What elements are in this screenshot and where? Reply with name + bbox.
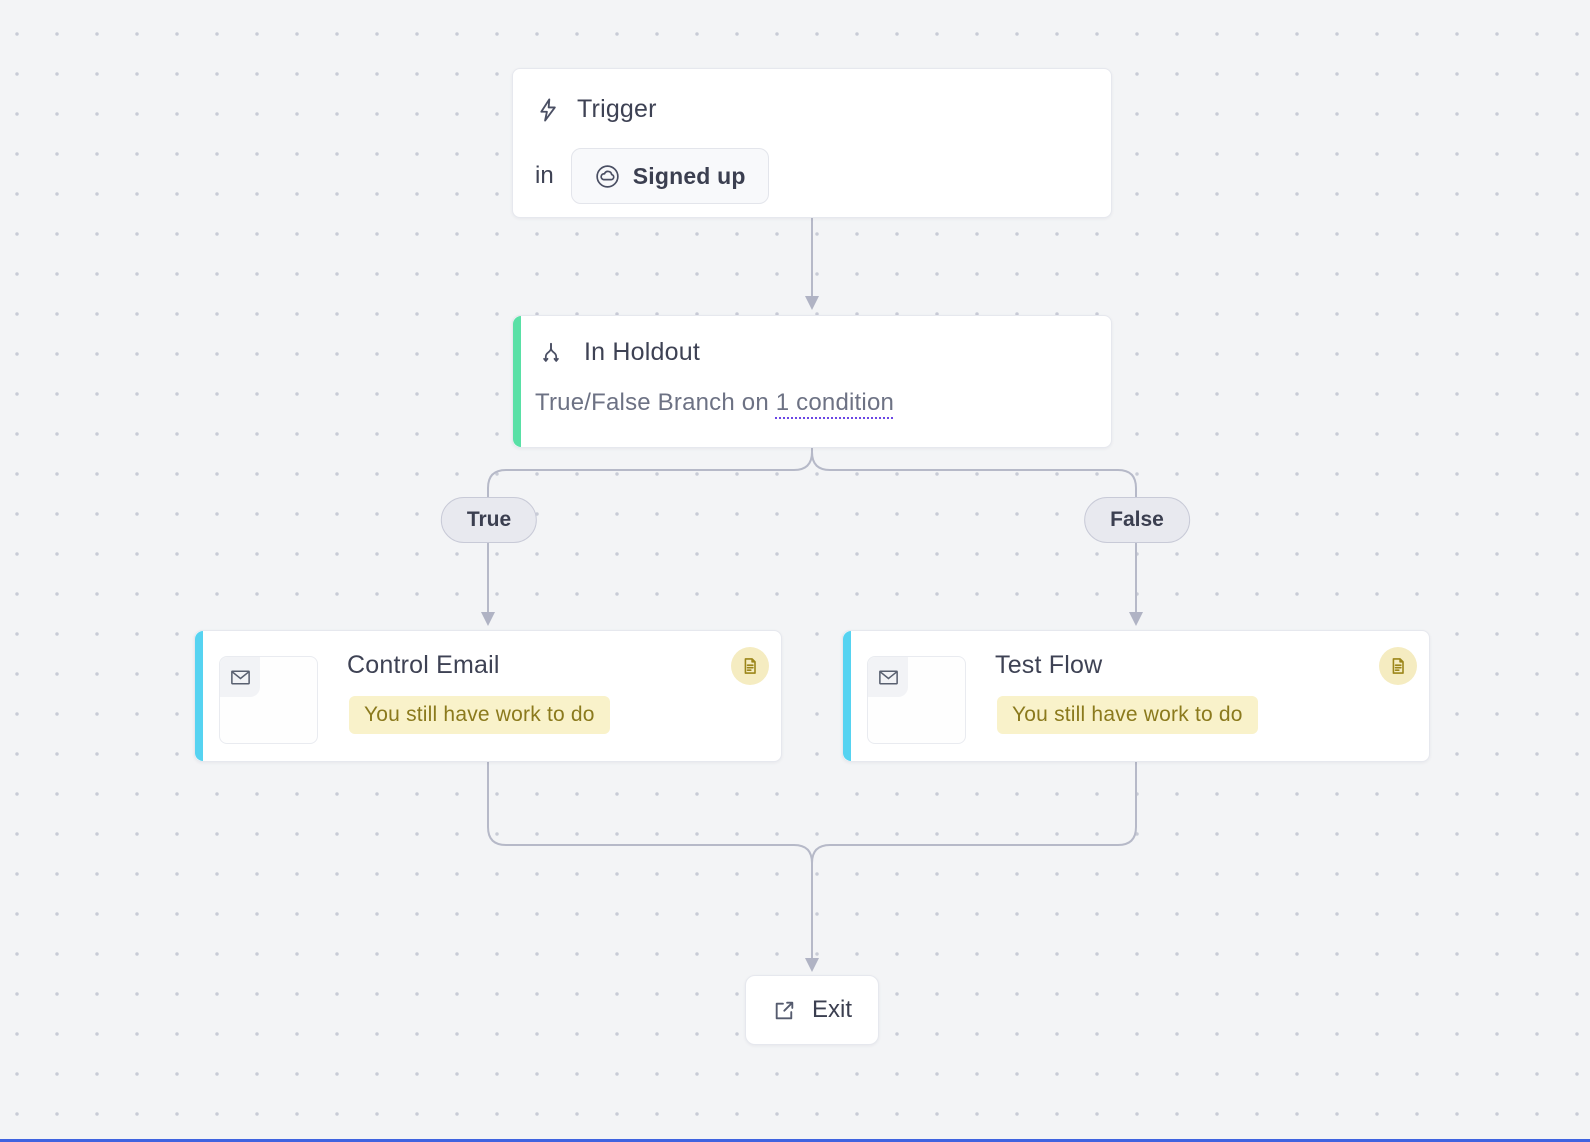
branch-label-true: True xyxy=(440,497,538,543)
email-thumbnail xyxy=(867,656,966,744)
email-warning-badge: You still have work to do xyxy=(997,696,1258,734)
trigger-title: Trigger xyxy=(577,95,657,123)
trigger-in-label: in xyxy=(535,162,554,189)
lightning-icon xyxy=(535,97,561,123)
email-node-control[interactable]: Control Email You still have work to do xyxy=(194,630,782,762)
exit-node[interactable]: Exit xyxy=(745,975,879,1045)
email-accent-bar xyxy=(843,631,851,761)
cloud-circle-icon xyxy=(594,163,621,190)
trigger-event-pill[interactable]: Signed up xyxy=(570,148,769,204)
connector-merge-left xyxy=(487,762,813,864)
arrowhead xyxy=(1129,612,1143,626)
email-title: Control Email xyxy=(347,651,500,679)
trigger-event-label: Signed up xyxy=(632,162,746,189)
arrowhead xyxy=(481,612,495,626)
envelope-icon xyxy=(868,657,908,697)
branch-label-false: False xyxy=(1084,497,1190,543)
condition-link[interactable]: 1 condition xyxy=(775,389,895,416)
holdout-description-prefix: True/False Branch on xyxy=(535,389,776,416)
holdout-accent-bar xyxy=(513,316,521,447)
holdout-title: In Holdout xyxy=(584,338,700,366)
connector-fork-left xyxy=(487,448,813,612)
holdout-description: True/False Branch on 1 condition xyxy=(535,389,1087,417)
document-icon[interactable] xyxy=(1379,647,1417,685)
document-icon[interactable] xyxy=(731,647,769,685)
trigger-node[interactable]: Trigger in Signed up xyxy=(512,68,1112,218)
envelope-icon xyxy=(220,657,260,697)
email-thumbnail xyxy=(219,656,318,744)
arrowhead xyxy=(805,958,819,972)
email-warning-badge: You still have work to do xyxy=(349,696,610,734)
email-accent-bar xyxy=(195,631,203,761)
bottom-toolbar-edge xyxy=(0,1139,1590,1142)
email-node-test[interactable]: Test Flow You still have work to do xyxy=(842,630,1430,762)
exit-label: Exit xyxy=(811,996,852,1023)
external-link-icon xyxy=(772,998,797,1023)
email-title: Test Flow xyxy=(995,651,1103,679)
branch-icon xyxy=(538,340,564,366)
arrowhead xyxy=(805,296,819,310)
holdout-branch-node[interactable]: In Holdout True/False Branch on 1 condit… xyxy=(512,315,1112,448)
connector-merge-right xyxy=(811,762,1137,864)
